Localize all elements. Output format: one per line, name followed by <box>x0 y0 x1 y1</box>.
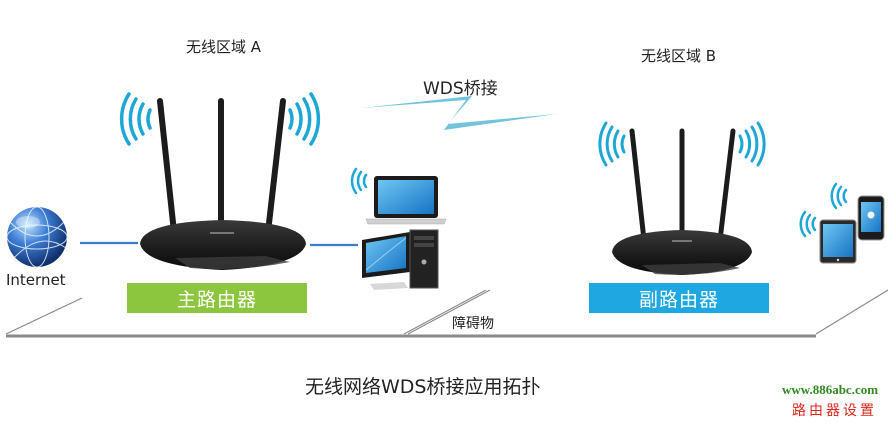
obstacle-label: 障碍物 <box>452 316 494 332</box>
main-router-device <box>119 92 321 270</box>
wifi-waves-icon <box>738 121 766 167</box>
smartphone-icon <box>830 182 885 241</box>
internet-label: Internet <box>6 271 66 289</box>
wifi-waves-icon <box>288 92 321 146</box>
diagram-title: 无线网络WDS桥接应用拓扑 <box>305 376 541 398</box>
sub-router-device <box>598 121 766 275</box>
sub-router-label: 副路由器 <box>589 283 769 313</box>
watermark-text: 路由器设置 <box>792 403 877 419</box>
wds-link-label: WDS桥接 <box>423 79 498 99</box>
watermark-url: www.886abc.com <box>782 382 879 397</box>
tablet-icon <box>799 210 857 264</box>
ethernet-cables <box>80 241 358 247</box>
desktop-pc-icon <box>362 229 439 290</box>
main-router-label: 主路由器 <box>127 283 307 313</box>
floor-line <box>5 289 889 338</box>
wds-link-bolt-shape <box>362 96 556 130</box>
laptop-icon <box>350 167 447 225</box>
wifi-waves-icon <box>598 121 626 167</box>
wifi-waves-icon <box>119 92 152 146</box>
zone-a-label: 无线区域 A <box>186 38 262 56</box>
globe-icon <box>6 206 68 268</box>
zone-b-label: 无线区域 B <box>641 47 717 65</box>
obstacle-wall <box>403 289 491 335</box>
